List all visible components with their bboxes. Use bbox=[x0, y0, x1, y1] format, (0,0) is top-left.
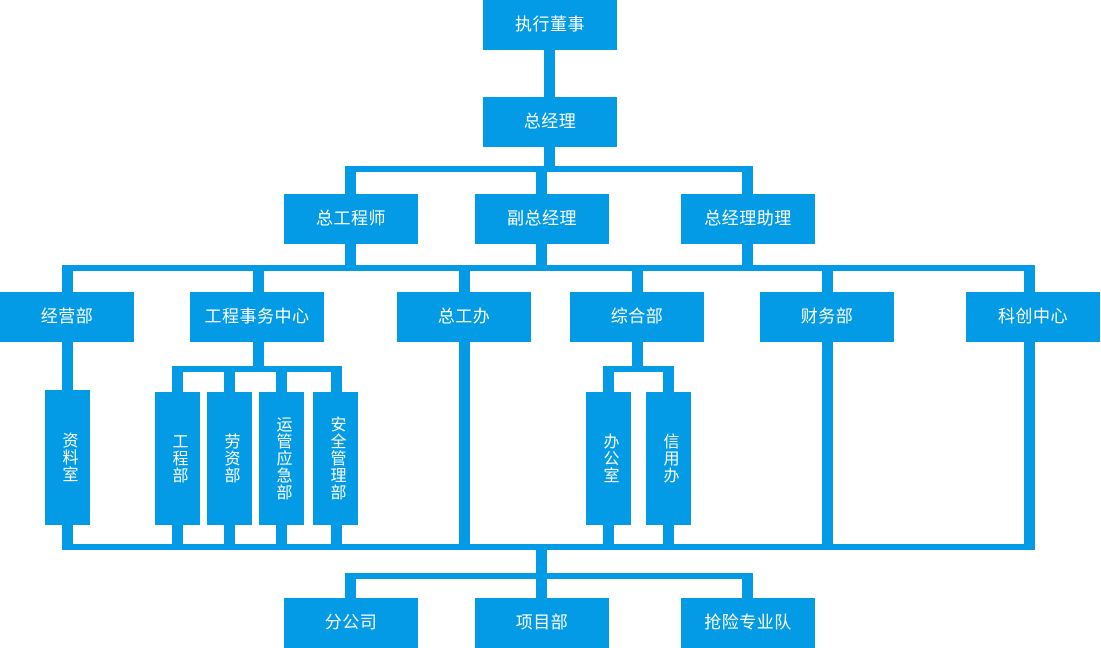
connector-business-to-archives bbox=[62, 342, 73, 390]
node-engineering-dept-label: 工程部 bbox=[169, 433, 187, 484]
node-archives-room-label: 资料室 bbox=[59, 432, 77, 483]
node-gm-assistant-label: 总经理助理 bbox=[704, 209, 792, 229]
connector-drop-engineering-center bbox=[253, 265, 264, 292]
connector-drop-credit-office bbox=[663, 366, 674, 392]
node-deputy-general-manager[interactable]: 副总经理 bbox=[475, 194, 609, 244]
node-general-affairs-dept[interactable]: 综合部 bbox=[570, 292, 704, 342]
node-credit-office[interactable]: 信用办 bbox=[646, 392, 691, 525]
node-safety-management-dept[interactable]: 安全管理部 bbox=[313, 392, 358, 525]
connector-operation-dept-to-bottom bbox=[276, 525, 287, 549]
connector-chief-engineer-stem bbox=[345, 244, 356, 271]
node-project-dept-label: 项目部 bbox=[515, 613, 569, 633]
connector-gm-assistant-stem bbox=[742, 244, 753, 271]
node-chief-engineer-office[interactable]: 总工办 bbox=[397, 292, 531, 342]
connector-drop-finance-dept bbox=[822, 265, 833, 292]
node-engineering-affairs-center-label: 工程事务中心 bbox=[204, 307, 310, 327]
connector-drop-safety-dept bbox=[331, 366, 342, 392]
connector-drop-general-affairs bbox=[632, 265, 643, 292]
connector-level3-bus bbox=[350, 166, 748, 172]
connector-drop-chief-engineer-office bbox=[459, 265, 470, 292]
node-general-affairs-dept-label: 综合部 bbox=[610, 307, 664, 327]
node-office-label: 办公室 bbox=[600, 433, 618, 484]
connector-labor-dept-to-bottom bbox=[224, 525, 235, 549]
node-office[interactable]: 办公室 bbox=[586, 392, 631, 525]
connector-gm-stem bbox=[544, 146, 555, 172]
connector-drop-chief-engineer bbox=[345, 166, 356, 195]
node-archives-room[interactable]: 资料室 bbox=[45, 390, 90, 525]
node-operation-emergency-dept[interactable]: 运管应急部 bbox=[259, 392, 304, 525]
connector-general-affairs-stem bbox=[632, 342, 643, 372]
node-emergency-rescue-team[interactable]: 抢险专业队 bbox=[681, 598, 815, 648]
node-executive-director-label: 执行董事 bbox=[515, 15, 585, 35]
node-executive-director[interactable]: 执行董事 bbox=[483, 0, 617, 50]
connector-bottom-master-bus bbox=[62, 544, 1035, 550]
connector-safety-dept-to-bottom bbox=[331, 525, 342, 549]
connector-drop-rescue-team bbox=[742, 573, 753, 599]
connector-drop-operation-dept bbox=[276, 366, 287, 392]
connector-drop-labor-dept bbox=[224, 366, 235, 392]
node-finance-dept[interactable]: 财务部 bbox=[760, 292, 894, 342]
node-labor-wages-dept-label: 劳资部 bbox=[221, 433, 239, 484]
connector-drop-business-dept bbox=[62, 265, 73, 292]
node-labor-wages-dept[interactable]: 劳资部 bbox=[207, 392, 252, 525]
connector-drop-engineering-dept bbox=[172, 366, 183, 392]
node-chief-engineer-label: 总工程师 bbox=[316, 209, 386, 229]
connector-drop-sci-tech-center bbox=[1024, 265, 1035, 292]
connector-sci-tech-center-to-bottom bbox=[1024, 342, 1035, 549]
connector-office-to-bottom bbox=[603, 525, 614, 549]
node-project-dept[interactable]: 项目部 bbox=[475, 598, 609, 648]
connector-level6-bus bbox=[350, 573, 748, 579]
node-engineering-affairs-center[interactable]: 工程事务中心 bbox=[190, 292, 324, 342]
connector-bottom-center-stem bbox=[536, 544, 547, 579]
node-general-manager[interactable]: 总经理 bbox=[483, 97, 617, 147]
connector-drop-gm-assistant bbox=[742, 166, 753, 195]
node-emergency-rescue-team-label: 抢险专业队 bbox=[704, 613, 792, 633]
connector-engineering-center-stem bbox=[253, 342, 264, 372]
connector-drop-branch-company bbox=[345, 573, 356, 599]
connector-finance-dept-to-bottom bbox=[822, 342, 833, 549]
connector-deputy-gm-stem bbox=[536, 244, 547, 271]
node-branch-company[interactable]: 分公司 bbox=[284, 598, 418, 648]
connector-engineering-dept-to-bottom bbox=[172, 525, 183, 549]
node-finance-dept-label: 财务部 bbox=[800, 307, 854, 327]
connector-archives-to-bottom bbox=[62, 525, 73, 549]
node-branch-company-label: 分公司 bbox=[324, 613, 378, 633]
node-credit-office-label: 信用办 bbox=[660, 433, 678, 484]
connector-drop-deputy-gm bbox=[536, 166, 547, 195]
connector-engineering-sub-bus bbox=[176, 366, 342, 372]
connector-general-affairs-sub-bus bbox=[607, 366, 674, 372]
connector-drop-project-dept bbox=[536, 573, 547, 599]
node-chief-engineer-office-label: 总工办 bbox=[437, 307, 491, 327]
connector-chief-engineer-office-to-bottom bbox=[459, 342, 470, 549]
node-deputy-general-manager-label: 副总经理 bbox=[507, 209, 577, 229]
node-chief-engineer[interactable]: 总工程师 bbox=[284, 194, 418, 244]
node-gm-assistant[interactable]: 总经理助理 bbox=[681, 194, 815, 244]
node-sci-tech-innovation-center[interactable]: 科创中心 bbox=[966, 292, 1100, 342]
connector-credit-office-to-bottom bbox=[663, 525, 674, 549]
node-general-manager-label: 总经理 bbox=[523, 112, 577, 132]
node-business-dept[interactable]: 经营部 bbox=[0, 292, 134, 342]
node-operation-emergency-dept-label: 运管应急部 bbox=[273, 416, 291, 501]
node-business-dept-label: 经营部 bbox=[40, 307, 94, 327]
node-safety-management-dept-label: 安全管理部 bbox=[327, 416, 345, 501]
connector-drop-office bbox=[603, 366, 614, 392]
node-sci-tech-innovation-center-label: 科创中心 bbox=[998, 307, 1068, 327]
connector-director-to-gm bbox=[544, 49, 555, 98]
node-engineering-dept[interactable]: 工程部 bbox=[155, 392, 200, 525]
connector-level4-bus bbox=[62, 265, 1035, 271]
